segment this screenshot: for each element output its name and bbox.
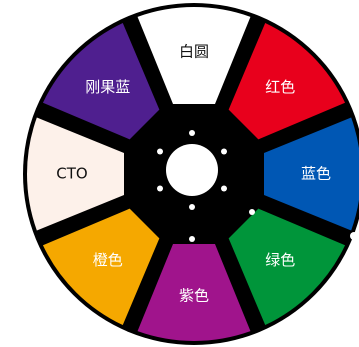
edge-indicator-dot (350, 232, 358, 240)
segment-label-purple: 紫色 (179, 287, 209, 305)
center-hole (166, 144, 218, 196)
segment-red (228, 22, 346, 140)
segment-blue (264, 117, 359, 231)
segment-cto (26, 117, 125, 231)
segment-label-green: 绿色 (265, 251, 295, 269)
segment-royal-blue (42, 22, 160, 140)
segment-white (137, 6, 251, 105)
segment-label-cto: CTO (56, 165, 87, 183)
outer-dot (249, 209, 255, 215)
mount-dot (189, 130, 195, 136)
mount-dot (189, 204, 195, 210)
mount-dot (157, 148, 163, 155)
segment-label-orange: 橙色 (93, 251, 123, 269)
segment-label-white: 白圆 (179, 43, 209, 61)
mount-dot (221, 148, 227, 155)
segment-label-blue: 蓝色 (301, 165, 331, 183)
segment-orange (42, 208, 160, 326)
outer-dot (189, 236, 195, 242)
segment-label-red: 红色 (265, 78, 295, 96)
segment-green (228, 208, 346, 326)
segment-label-royal-blue: 刚果蓝 (85, 78, 130, 96)
mount-dot (221, 185, 227, 192)
mount-dot (157, 185, 163, 192)
segment-purple (137, 244, 251, 342)
